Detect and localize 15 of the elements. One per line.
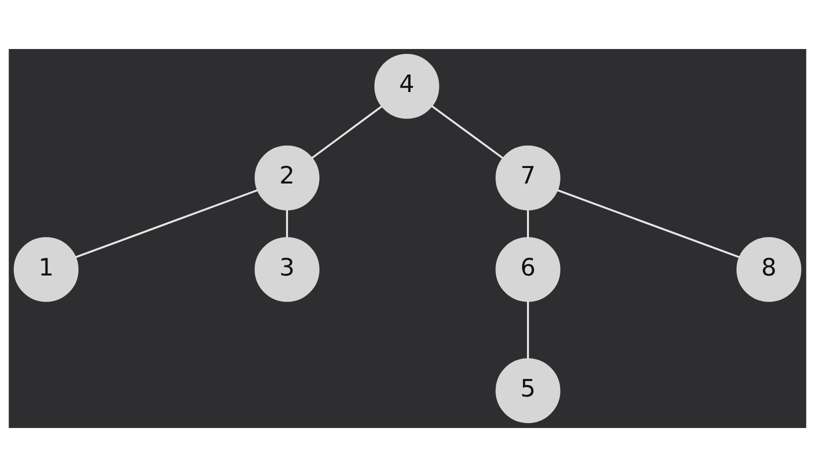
connector	[431, 104, 504, 158]
connector	[286, 209, 288, 238]
connector	[557, 188, 740, 258]
node-circle: 7	[496, 145, 560, 210]
node-circle: 2	[254, 145, 320, 210]
connector	[311, 104, 383, 158]
node-circle: 1	[14, 236, 79, 302]
node-circle: 5	[496, 358, 560, 423]
connector	[526, 209, 529, 238]
node-circle: 6	[496, 236, 560, 302]
node-circle: 8	[736, 236, 802, 302]
node-circle: 4	[374, 53, 440, 118]
connector	[75, 188, 258, 258]
node-circle: 3	[254, 236, 320, 302]
connector	[526, 300, 529, 358]
